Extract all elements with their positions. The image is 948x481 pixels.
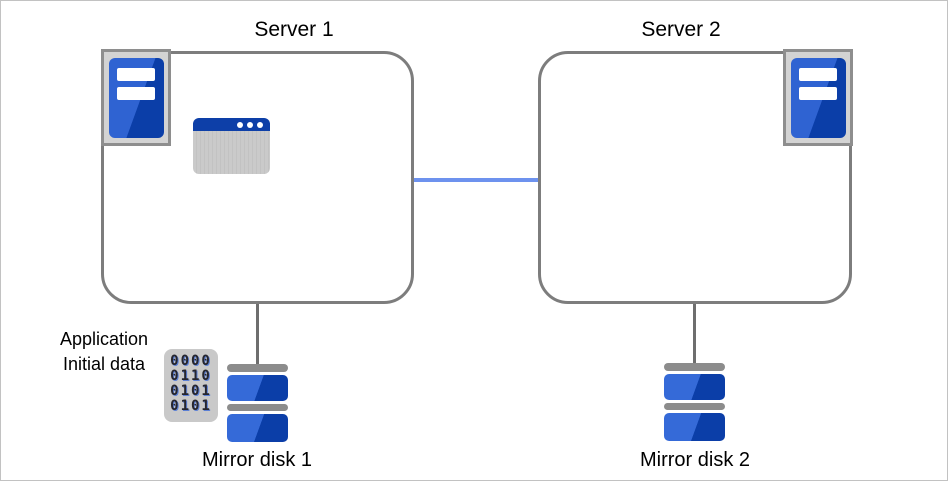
binary-row: 0000 bbox=[170, 353, 212, 369]
titlebar-dot-icon bbox=[237, 121, 243, 128]
disk-cap bbox=[227, 404, 288, 411]
disk-cap bbox=[664, 403, 725, 410]
tower-slot bbox=[799, 67, 837, 81]
binary-row: 0110 bbox=[170, 368, 212, 384]
disk-cap bbox=[227, 364, 288, 372]
disk-platter bbox=[227, 375, 288, 401]
initial-data-label: Application Initial data bbox=[24, 327, 184, 377]
app-window-titlebar bbox=[193, 118, 270, 131]
tower-slot bbox=[117, 86, 155, 100]
titlebar-dot-icon bbox=[257, 121, 263, 128]
server1-disk-connector bbox=[256, 304, 259, 365]
tower-slot bbox=[799, 86, 837, 100]
binary-data-icon: 0000 0110 0101 0101 bbox=[164, 349, 218, 422]
server1-title: Server 1 bbox=[254, 18, 334, 41]
binary-row: 0101 bbox=[170, 398, 212, 414]
tower-body bbox=[108, 57, 164, 138]
disk-platter bbox=[664, 413, 725, 441]
binary-row: 0101 bbox=[170, 383, 212, 399]
application-window-icon bbox=[193, 118, 270, 174]
initial-data-line2: Initial data bbox=[62, 354, 146, 374]
titlebar-dot-icon bbox=[247, 121, 253, 128]
mirror-disk1-label: Mirror disk 1 bbox=[201, 449, 312, 471]
mirror-disk2-label: Mirror disk 2 bbox=[639, 449, 750, 471]
server2-disk-connector bbox=[693, 304, 696, 364]
disk-platter bbox=[664, 374, 725, 400]
disk-platter bbox=[227, 414, 288, 442]
server2-title: Server 2 bbox=[641, 18, 721, 41]
tower-slot bbox=[117, 67, 155, 81]
mirror-disk2-icon bbox=[664, 363, 725, 441]
disk-cap bbox=[664, 363, 725, 371]
server-interconnect-line bbox=[414, 178, 538, 182]
app-window-body bbox=[193, 131, 270, 174]
server2-tower-icon bbox=[783, 49, 853, 146]
tower-body bbox=[790, 57, 846, 138]
server1-tower-icon bbox=[101, 49, 171, 146]
mirror-disk1-icon bbox=[227, 364, 288, 442]
initial-data-line1: Application bbox=[59, 329, 149, 349]
